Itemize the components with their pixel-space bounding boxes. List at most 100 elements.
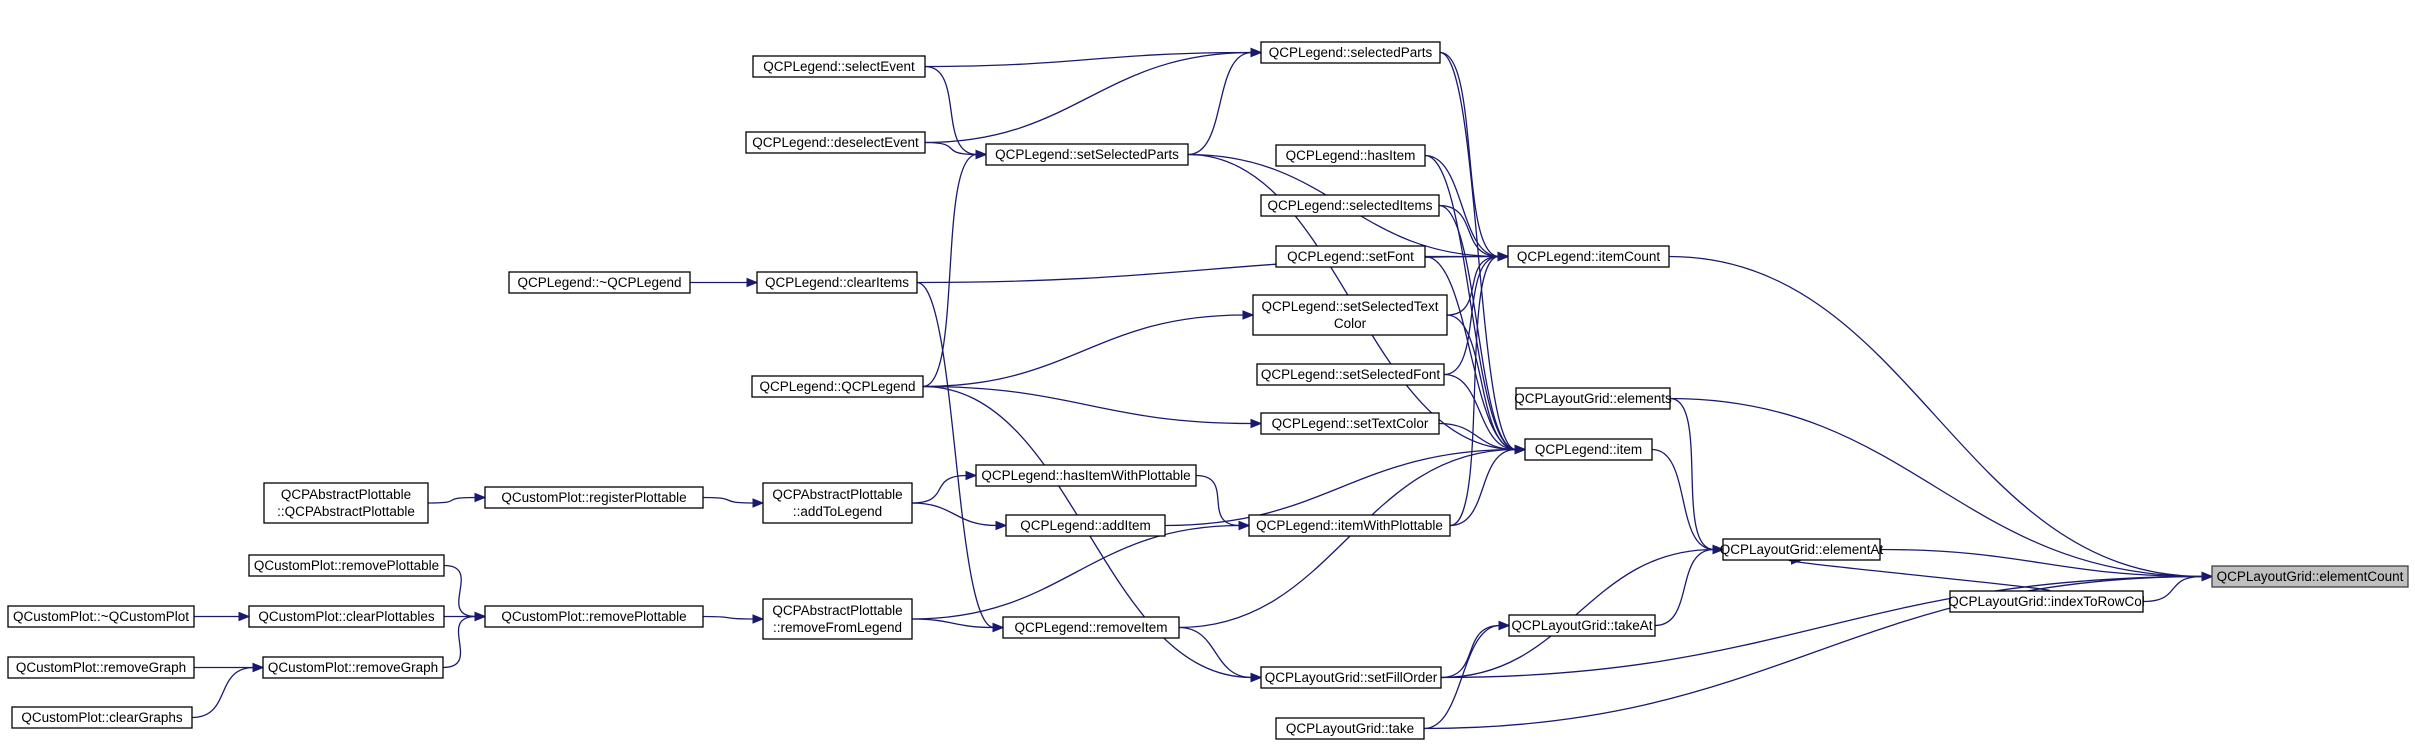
node-box [1515,387,1671,410]
node-take[interactable]: QCPLayoutGrid::take [1275,717,1425,740]
edge-ctor-to-set-text-color [922,385,1263,429]
arrowhead-icon [252,662,265,673]
node-box [1260,194,1440,217]
node-index-to-row-col[interactable]: QCPLayoutGrid::indexToRowCol [1948,590,2145,613]
node-label: QCPLayoutGrid::indexToRowCol [1948,594,2145,609]
node-add-item[interactable]: QCPLegend::addItem [1005,514,1166,537]
node-label: QCPLegend::hasItemWithPlottable [981,468,1190,483]
edge-elements-to-element-at [1669,397,1725,555]
node-item[interactable]: QCPLegend::item [1524,438,1653,461]
node-label: QCustomPlot::removeGraph [268,660,438,675]
arrowhead-icon [238,611,251,622]
node-element-count[interactable]: QCPLayoutGrid::elementCount [2211,565,2409,588]
node-set-selected-parts[interactable]: QCPLegend::setSelectedParts [985,143,1189,166]
node-box [1260,666,1442,689]
edge-line [1424,154,1500,258]
edge-line [1668,255,2204,578]
edge-select-event-to-selected-parts [924,47,1263,68]
node-deselect-event[interactable]: QCPLegend::deselectEvent [745,131,926,154]
node-set-selected-font[interactable]: QCPLegend::setSelectedFont [1256,363,1445,386]
node-ctor[interactable]: QCPLegend::QCPLegend [751,375,924,398]
node-remove-graph-a[interactable]: QCustomPlot::removeGraph [262,656,444,679]
node-label: QCPLayoutGrid::elementAt [1720,542,1884,557]
edge-line [1446,314,1517,451]
edge-line [702,615,755,620]
node-selected-parts[interactable]: QCPLegend::selectedParts [1260,41,1441,64]
edge-line [1438,204,1500,258]
node-select-event[interactable]: QCPLegend::selectEvent [752,55,926,78]
edge-item-count-to-element-count [1668,255,2214,582]
edge-line [1669,397,2204,578]
edge-line [1439,51,1517,451]
node-element-at[interactable]: QCPLayoutGrid::elementAt [1720,538,1884,561]
edge-layer [191,47,2214,730]
arrowhead-icon [752,614,765,624]
node-elements[interactable]: QCPLayoutGrid::elements [1514,387,1672,410]
node-label: ::removeFromLegend [773,620,902,635]
node-label: QCPLegend::QCPLegend [759,379,915,394]
edge-line [2142,575,2204,603]
node-clear-items[interactable]: QCPLegend::clearItems [756,271,918,294]
node-remove-plottable-a[interactable]: QCustomPlot::removePlottable [248,554,445,577]
edge-select-event-to-set-selected-parts [924,65,988,160]
node-box [262,656,444,679]
edge-line [1439,51,1500,258]
node-clear-plottables[interactable]: QCustomPlot::clearPlottables [248,605,445,628]
node-register-plottable[interactable]: QCustomPlot::registerPlottable [484,486,704,509]
edge-item-to-element-at [1651,448,1725,555]
node-box [263,482,429,524]
node-item-count[interactable]: QCPLegend::itemCount [1507,245,1670,268]
edge-ctor-to-set-selected-parts [922,149,988,388]
node-remove-item[interactable]: QCPLegend::removeItem [1002,616,1180,639]
edge-line [1788,559,2051,592]
edge-clear-items-to-remove-item [916,281,1005,633]
node-remove-graph-b[interactable]: QCustomPlot::removeGraph [7,656,195,679]
edge-line [924,51,1253,68]
node-box [508,271,691,294]
node-clear-graphs[interactable]: QCustomPlot::clearGraphs [11,706,193,729]
edge-set-selected-parts-to-selected-parts [1187,47,1263,156]
node-add-to-legend[interactable]: QCPAbstractPlottable::addToLegend [762,482,913,524]
node-item-with-plottable[interactable]: QCPLegend::itemWithPlottable [1248,514,1451,537]
edge-line [1438,204,1517,451]
edge-line [442,615,477,669]
node-box [745,131,926,154]
node-dtor[interactable]: QCPLegend::~QCPLegend [508,271,691,294]
edge-line [1178,626,1253,679]
node-selected-items[interactable]: QCPLegend::selectedItems [1260,194,1440,217]
edge-register-plottable-to-add-to-legend [702,496,765,508]
node-box [752,55,926,78]
node-has-item-with-plottable[interactable]: QCPLegend::hasItemWithPlottable [975,464,1197,487]
node-box [1508,614,1656,637]
node-has-item[interactable]: QCPLegend::hasItem [1275,144,1426,167]
node-take-at[interactable]: QCPLayoutGrid::takeAt [1508,614,1656,637]
edge-cp-dtor-to-clear-plottables [193,611,251,622]
arrowhead-icon [1497,251,1510,262]
arrowhead-icon [1242,310,1255,320]
node-box [1002,616,1180,639]
node-box [756,271,918,294]
edge-line [1164,448,1517,527]
node-box [2211,565,2409,588]
edge-ctor-to-set-selected-text-color [922,310,1255,388]
node-remove-from-legend[interactable]: QCPAbstractPlottable::removeFromLegend [762,598,913,640]
node-label: QCPLegend::hasItem [1286,148,1416,163]
node-label: QCPLegend::setSelectedText [1261,299,1438,314]
edge-abs-ctor-to-register-plottable [427,492,487,504]
node-cp-dtor[interactable]: QCustomPlot::~QCustomPlot [7,605,195,628]
edge-line [924,141,978,156]
node-box [1260,41,1441,64]
node-label: QCustomPlot::~QCustomPlot [13,609,189,624]
edge-line [1195,474,1241,527]
node-label: QCPLayoutGrid::takeAt [1511,618,1652,633]
node-abs-ctor[interactable]: QCPAbstractPlottable::QCPAbstractPlottab… [263,482,429,524]
node-set-fill-order[interactable]: QCPLayoutGrid::setFillOrder [1260,666,1442,689]
arrowhead-icon [474,611,487,622]
arrowhead-icon [1498,620,1511,631]
node-box [751,375,924,398]
node-set-text-color[interactable]: QCPLegend::setTextColor [1260,412,1440,435]
node-label: QCPLayoutGrid::elements [1514,391,1672,406]
node-set-font[interactable]: QCPLegend::setFont [1275,245,1426,268]
node-remove-plottable-b[interactable]: QCustomPlot::removePlottable [484,605,704,628]
